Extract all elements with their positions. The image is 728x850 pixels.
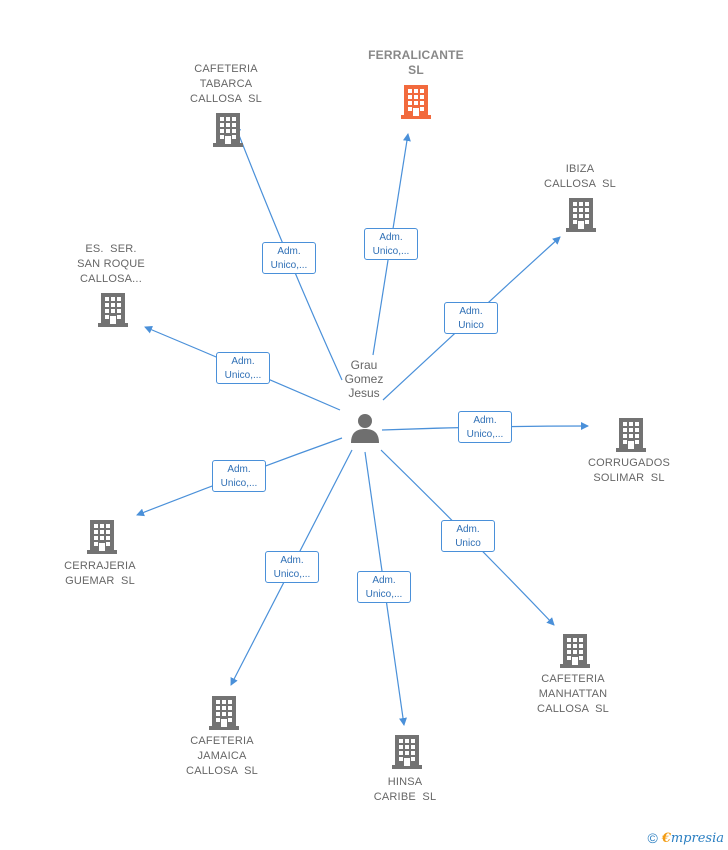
company-label-line: MANHATTAN	[538, 688, 608, 700]
brand-name: €mpresia	[662, 830, 724, 846]
role-label-cerrajeria-guemar[interactable]: Adm. Unico,...	[212, 460, 266, 492]
role-label-line: Unico,...	[270, 260, 308, 271]
role-label-line: Adm.	[231, 356, 255, 367]
company-label-line: CALLOSA SL	[186, 765, 258, 777]
company-label-line: CAFETERIA	[190, 735, 254, 747]
role-label-line: Adm.	[379, 232, 403, 243]
role-label-line: Unico	[455, 538, 481, 549]
role-label-ferralicante[interactable]: Adm. Unico,...	[364, 228, 418, 260]
building-icon[interactable]	[560, 634, 590, 668]
role-label-cafeteria-manhattan[interactable]: Adm. Unico	[441, 520, 495, 552]
role-label-line: Adm.	[473, 415, 497, 426]
building-icon[interactable]	[566, 198, 596, 232]
role-label-line: Unico,...	[273, 569, 311, 580]
company-label-cafeteria-manhattan[interactable]: CAFETERIA MANHATTAN CALLOSA SL	[503, 672, 643, 717]
copyright-symbol: ©	[647, 830, 658, 846]
company-label-line: SL	[408, 63, 424, 77]
person-icon[interactable]	[351, 414, 379, 443]
company-label-line: CALLOSA SL	[537, 703, 609, 715]
center-person-label: Grau Gomez Jesus	[324, 358, 404, 400]
company-label-ibiza-callosa[interactable]: IBIZA CALLOSA SL	[510, 162, 650, 192]
role-label-cafeteria-jamaica[interactable]: Adm. Unico,...	[265, 551, 319, 583]
building-icon[interactable]	[98, 293, 128, 327]
company-label-line: CARIBE SL	[373, 791, 437, 803]
person-name-line: Jesus	[348, 386, 380, 400]
role-label-line: Unico,...	[220, 478, 258, 489]
company-label-line: CALLOSA SL	[544, 178, 616, 190]
company-label-line: TABARCA	[199, 78, 253, 90]
company-label-line: CORRUGADOS	[587, 457, 671, 469]
role-label-line: Adm.	[280, 555, 304, 566]
person-name-line: Grau	[350, 358, 378, 372]
company-label-line: SOLIMAR SL	[593, 472, 665, 484]
role-label-corrugados-solimar[interactable]: Adm. Unico,...	[458, 411, 512, 443]
company-label-line: CALLOSA...	[80, 273, 142, 285]
role-label-line: Unico,...	[372, 246, 410, 257]
company-label-es-ser-san-roque[interactable]: ES. SER. SAN ROQUE CALLOSA...	[41, 242, 181, 287]
building-icon[interactable]	[87, 520, 117, 554]
company-label-line: CERRAJERIA	[64, 560, 136, 572]
role-label-line: Unico,...	[365, 589, 403, 600]
building-icon[interactable]	[392, 735, 422, 769]
building-icon[interactable]	[209, 696, 239, 730]
role-label-line: Unico,...	[224, 370, 262, 381]
role-label-line: Adm.	[456, 524, 480, 535]
company-label-line: CAFETERIA	[194, 63, 258, 75]
footer-brand[interactable]: © €mpresia	[647, 830, 724, 846]
role-label-line: Adm.	[459, 306, 483, 317]
role-label-line: Unico,...	[466, 429, 504, 440]
role-label-line: Adm.	[277, 246, 301, 257]
company-label-line: CALLOSA SL	[190, 93, 262, 105]
role-label-hinsa-caribe[interactable]: Adm. Unico,...	[357, 571, 411, 603]
company-label-cerrajeria-guemar[interactable]: CERRAJERIA GUEMAR SL	[30, 559, 170, 589]
company-label-line: SAN ROQUE	[77, 258, 145, 270]
company-label-corrugados-solimar[interactable]: CORRUGADOS SOLIMAR SL	[559, 456, 699, 486]
role-label-ibiza-callosa[interactable]: Adm. Unico	[444, 302, 498, 334]
company-label-line: JAMAICA	[197, 750, 247, 762]
company-label-cafeteria-jamaica[interactable]: CAFETERIA JAMAICA CALLOSA SL	[152, 734, 292, 779]
role-label-line: Adm.	[227, 464, 251, 475]
company-label-line: FERRALICANTE	[368, 48, 464, 62]
role-label-es-ser-san-roque[interactable]: Adm. Unico,...	[216, 352, 270, 384]
role-label-line: Adm.	[372, 575, 396, 586]
company-label-line: HINSA	[387, 776, 423, 788]
brand-initial: €	[661, 831, 671, 846]
company-label-line: CAFETERIA	[541, 673, 605, 685]
person-name-line: Gomez	[344, 372, 384, 386]
brand-rest: mpresia	[670, 831, 724, 846]
company-label-line: ES. SER.	[85, 243, 137, 255]
building-icon[interactable]	[213, 113, 243, 147]
company-label-hinsa-caribe[interactable]: HINSA CARIBE SL	[335, 775, 475, 805]
company-label-line: IBIZA	[565, 163, 595, 175]
company-label-line: GUEMAR SL	[65, 575, 135, 587]
role-label-line: Unico	[458, 320, 484, 331]
company-label-cafeteria-tabarca[interactable]: CAFETERIA TABARCA CALLOSA SL	[156, 62, 296, 107]
role-label-cafeteria-tabarca[interactable]: Adm. Unico,...	[262, 242, 316, 274]
building-icon[interactable]	[401, 85, 431, 119]
building-icon[interactable]	[616, 418, 646, 452]
